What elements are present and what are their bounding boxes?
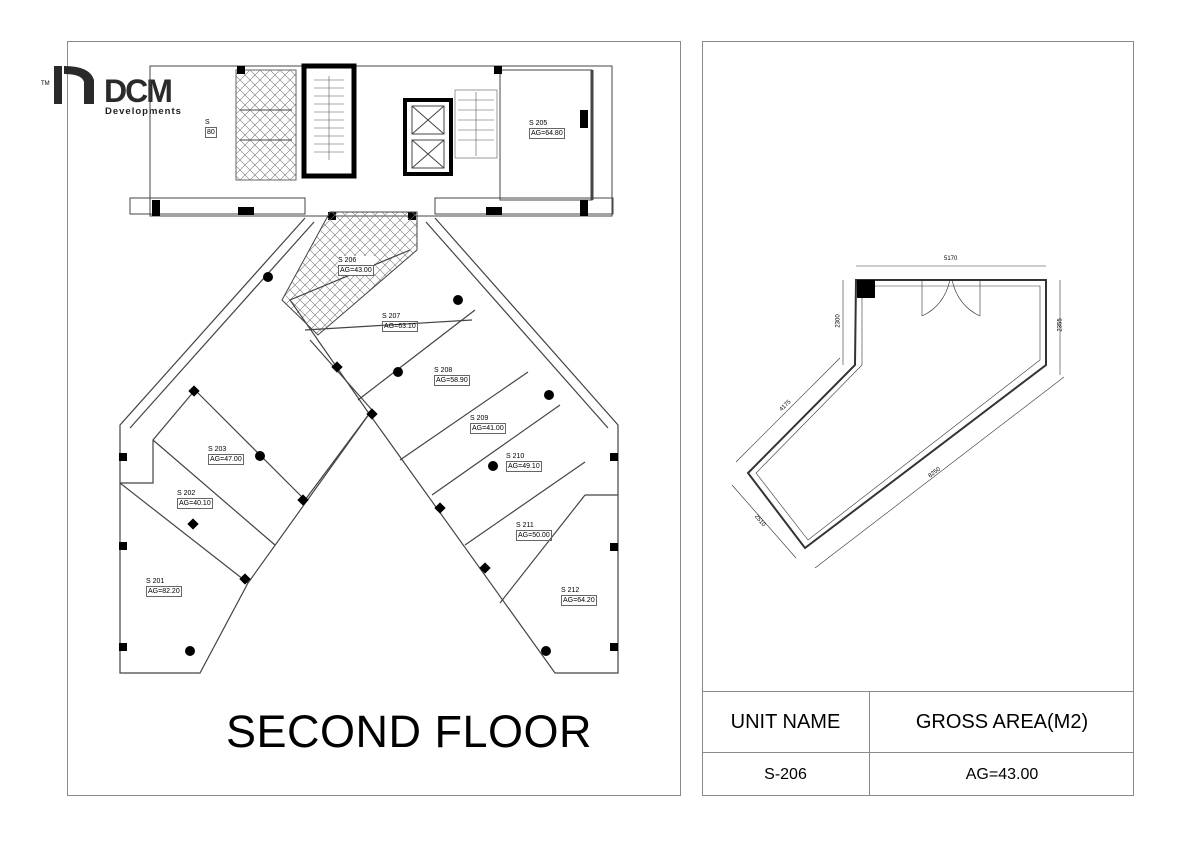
dim-left: 2300 [835, 314, 842, 328]
unit-detail-frame [702, 41, 1134, 796]
left-wing-outline [119, 217, 373, 674]
floor-plan-frame [67, 41, 681, 796]
table-header-area: GROSS AREA(M2) [870, 691, 1134, 753]
wing-columns [119, 272, 618, 656]
dcm-logo: DCM [40, 58, 190, 113]
svg-text:DCM: DCM [104, 73, 171, 108]
detail-column [857, 280, 875, 298]
table-area-value: AG=43.00 [965, 765, 1039, 783]
logo-subtitle: Developments [105, 106, 182, 117]
dim-top: 5170 [944, 256, 958, 262]
unit-info-table: UNIT NAME GROSS AREA(M2) S-206 AG=43.00 [702, 691, 1134, 796]
table-header-unit: UNIT NAME [702, 691, 870, 753]
unit-206-detail [731, 265, 1065, 569]
dim-right: 2355 [1057, 318, 1064, 332]
trademark-mark: TM [41, 81, 50, 87]
floor-title: SECOND FLOOR [226, 706, 593, 757]
core-block [129, 63, 614, 217]
table-unit-value: S-206 [702, 753, 870, 796]
right-wing-outline [289, 217, 619, 674]
core-columns [152, 66, 588, 220]
